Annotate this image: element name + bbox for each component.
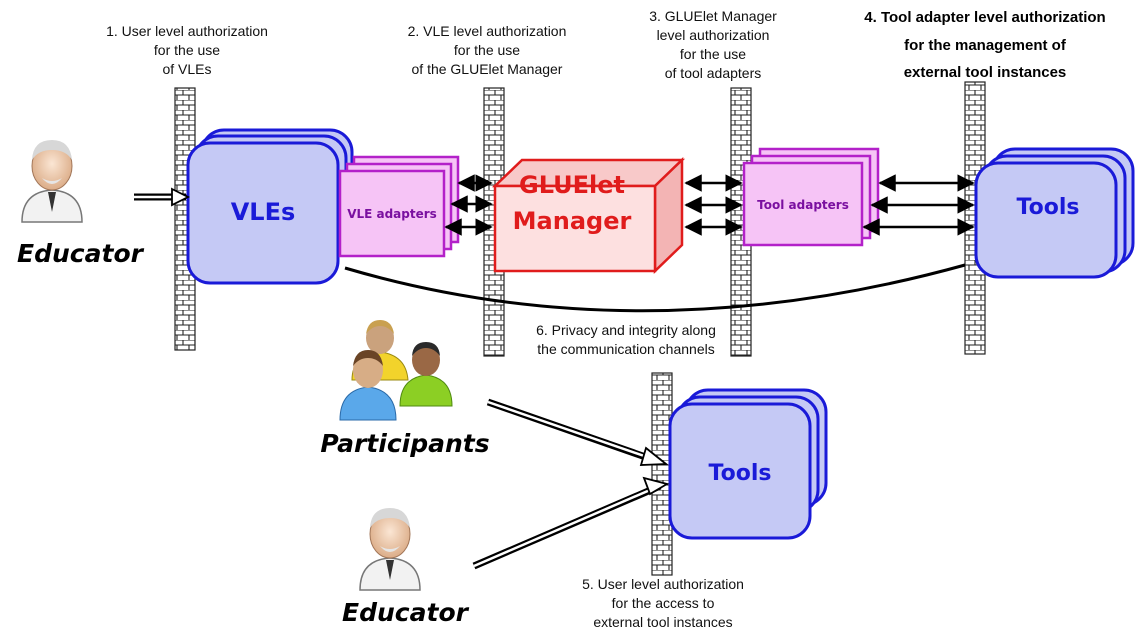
svg-text:for the use: for the use	[680, 46, 746, 62]
participants-to-tools-arrow	[486, 398, 669, 466]
educator-top-label: Educator	[17, 239, 145, 268]
tools-bottom-node: Tools	[668, 388, 828, 540]
educator-to-tools-arrow	[472, 476, 670, 570]
caption-1: 1. User level authorization for the use …	[106, 23, 268, 77]
gluelet-label-line1: GLUElet	[519, 171, 625, 199]
communication-channel-curve	[344, 263, 966, 313]
caption-5: 5. User level authorization for the acce…	[582, 576, 744, 630]
educator-bottom-icon	[359, 508, 421, 591]
caption-4: 4. Tool adapter level authorization for …	[864, 9, 1105, 81]
vle-adapters-label: VLE adapters	[347, 207, 437, 221]
tooladapter-tools-arrows	[862, 174, 975, 236]
svg-text:external tool instances: external tool instances	[593, 614, 732, 630]
svg-text:of the GLUElet Manager: of the GLUElet Manager	[412, 61, 563, 77]
svg-text:for the management of: for the management of	[904, 37, 1067, 54]
tool-adapters-label: Tool adapters	[757, 198, 849, 212]
vle-gluelet-arrows	[444, 174, 493, 236]
caption-3: 3. GLUElet Manager level authorization f…	[649, 8, 777, 81]
svg-text:for the use: for the use	[454, 42, 520, 58]
tools-top-label: Tools	[1017, 195, 1080, 220]
svg-text:level authorization: level authorization	[657, 27, 770, 43]
tools-top-node: Tools	[974, 147, 1135, 279]
vle-adapters-node: VLE adapters	[338, 155, 460, 258]
svg-text:2. VLE level authorization: 2. VLE level authorization	[408, 23, 567, 39]
educator-to-vles-arrow	[134, 187, 191, 207]
gluelet-tooladapter-arrows	[684, 174, 743, 236]
vles-label: VLEs	[231, 198, 296, 226]
vles-node: VLEs	[186, 128, 354, 285]
participants-icon	[339, 320, 453, 421]
svg-text:6. Privacy and integrity along: 6. Privacy and integrity along	[536, 322, 716, 338]
svg-text:for the access to: for the access to	[612, 595, 715, 611]
svg-text:5. User level authorization: 5. User level authorization	[582, 576, 744, 592]
svg-text:the communication channels: the communication channels	[537, 341, 714, 357]
tool-adapters-node: Tool adapters	[742, 147, 880, 247]
svg-text:4. Tool adapter level authoriz: 4. Tool adapter level authorization	[864, 9, 1105, 26]
gluelet-manager-node: GLUElet Manager	[491, 157, 686, 274]
caption-6: 6. Privacy and integrity along the commu…	[536, 322, 716, 357]
svg-text:external tool instances: external tool instances	[904, 64, 1067, 81]
tools-bottom-label: Tools	[709, 461, 772, 486]
svg-text:of VLEs: of VLEs	[162, 61, 211, 77]
svg-text:of tool adapters: of tool adapters	[665, 65, 762, 81]
caption-2: 2. VLE level authorization for the use o…	[408, 23, 567, 77]
gluelet-label-line2: Manager	[513, 207, 632, 235]
svg-text:3. GLUElet Manager: 3. GLUElet Manager	[649, 8, 777, 24]
educator-bottom-label: Educator	[342, 598, 470, 627]
svg-text:1. User level authorization: 1. User level authorization	[106, 23, 268, 39]
svg-text:for the use: for the use	[154, 42, 220, 58]
educator-top-icon	[21, 140, 83, 223]
participants-label: Participants	[320, 429, 489, 458]
